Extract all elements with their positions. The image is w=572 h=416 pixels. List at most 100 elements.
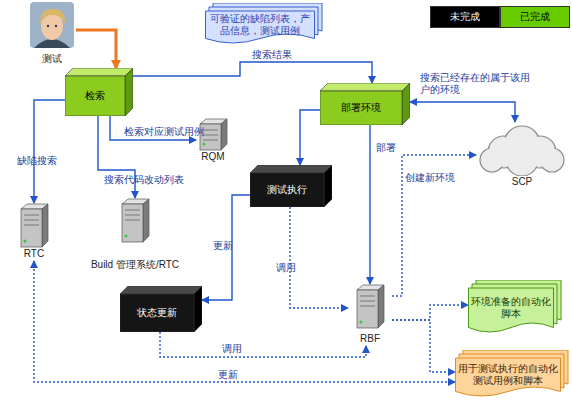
edge-label: 创建新环境 — [405, 172, 455, 184]
server-front — [357, 290, 378, 328]
server-label: RBF — [338, 332, 402, 346]
edge-label: 更新 — [218, 369, 238, 381]
edge-label: 缺陷搜索 — [17, 155, 57, 167]
connector — [290, 207, 348, 308]
edge-label: 检索对应测试用例 — [124, 126, 204, 138]
box-top-face — [320, 83, 410, 91]
cloud-fill — [481, 149, 503, 171]
connector — [300, 110, 320, 165]
server-label: RQM — [186, 150, 240, 164]
box-top-face — [65, 68, 133, 76]
document-page — [456, 358, 561, 396]
node-outline — [20, 203, 50, 249]
document-shape: 环境准备的自动化脚本 — [468, 280, 562, 334]
edge-label: 搜索已经存在的属于该用户的环境 — [420, 72, 532, 96]
server-slot — [125, 215, 140, 216]
server-icon: RBF — [348, 284, 392, 346]
connector — [392, 320, 455, 372]
server-icon: RTC — [18, 203, 50, 261]
edge-label: 更新 — [213, 240, 233, 252]
actor-label: 测试 — [28, 52, 76, 65]
edge-label: 调用 — [222, 343, 242, 355]
person-hair — [40, 9, 65, 24]
document-page — [469, 288, 554, 332]
server-front — [122, 204, 143, 242]
edge-label: 部署 — [376, 142, 396, 154]
person-eye — [55, 25, 57, 27]
document-label: 用于测试执行的自动化测试用例和脚本 — [458, 358, 558, 392]
server-label: Build 管理系统/RTC — [75, 258, 195, 272]
document-shape: 可验证的缺陷列表，产品信息，测试用例 — [205, 3, 323, 45]
edge-label: 搜索代码改动列表 — [104, 174, 184, 186]
document-shape: 用于测试执行的自动化测试用例和脚本 — [455, 350, 569, 398]
server-slot — [360, 296, 375, 297]
server-front — [21, 209, 42, 247]
cloud-label: SCP — [476, 176, 568, 188]
connector — [76, 30, 116, 68]
legend: 未完成 已完成 — [430, 6, 570, 28]
connector — [369, 125, 370, 284]
box-top-face — [250, 165, 332, 173]
box-side-face — [324, 165, 332, 207]
person-eye — [47, 25, 49, 27]
server-icon: Build 管理系统/RTC — [85, 198, 185, 272]
process-label: 检索 — [65, 76, 125, 116]
server-slot — [125, 220, 140, 221]
person-shoulders — [34, 39, 70, 48]
edge-label: 调用 — [276, 262, 296, 274]
server-slot — [360, 301, 375, 302]
process-box: 测试执行 — [250, 165, 332, 207]
box-side-face — [125, 68, 133, 116]
server-slot — [24, 220, 39, 221]
process-label: 测试执行 — [250, 173, 324, 207]
process-label: 状态更新 — [120, 294, 194, 332]
box-side-face — [194, 286, 202, 332]
legend-swatch: 已完成 — [500, 6, 570, 28]
connector — [410, 102, 515, 122]
box-front-face — [320, 91, 402, 125]
box-side-face — [402, 83, 410, 125]
process-box: 状态更新 — [120, 286, 202, 332]
process-box: 部署环境 — [320, 83, 410, 125]
edge-label: 搜索结果 — [252, 49, 292, 61]
server-side — [143, 199, 149, 242]
connector — [160, 332, 366, 357]
server-slot — [203, 135, 218, 136]
server-light — [203, 143, 206, 146]
server-light — [360, 321, 363, 324]
server-slot — [24, 215, 39, 216]
document-page — [206, 11, 315, 43]
connector — [133, 62, 372, 83]
actor-photo: 测试 — [28, 2, 76, 66]
box-front-face — [65, 76, 125, 116]
server-slot — [203, 140, 218, 141]
server-side — [221, 119, 227, 150]
box-front-face — [120, 294, 194, 332]
legend-text: 未完成 — [450, 10, 480, 24]
connector — [202, 195, 250, 300]
cloud-fill — [507, 145, 537, 175]
server-slot — [24, 225, 39, 226]
legend-text: 已完成 — [520, 10, 550, 24]
server-side — [378, 285, 384, 328]
node-outline — [476, 122, 568, 176]
server-slot — [125, 210, 140, 211]
process-label: 部署环境 — [320, 91, 402, 125]
legend-swatch: 未完成 — [430, 6, 500, 28]
process-box: 检索 — [65, 68, 133, 116]
node-outline — [356, 284, 386, 330]
node-outline — [121, 198, 151, 244]
cloud-shape: SCP — [476, 122, 568, 188]
box-top-face — [120, 286, 202, 294]
node-outline — [28, 2, 76, 48]
connector — [392, 305, 468, 320]
document-label: 可验证的缺陷列表，产品信息，测试用例 — [208, 11, 312, 39]
server-icon: RQM — [196, 118, 230, 164]
connector — [34, 100, 65, 203]
server-light — [24, 240, 27, 243]
connector — [392, 155, 476, 296]
server-slot — [203, 130, 218, 131]
box-front-face — [250, 173, 324, 207]
photo-background — [30, 2, 74, 48]
server-label: RTC — [8, 247, 60, 261]
